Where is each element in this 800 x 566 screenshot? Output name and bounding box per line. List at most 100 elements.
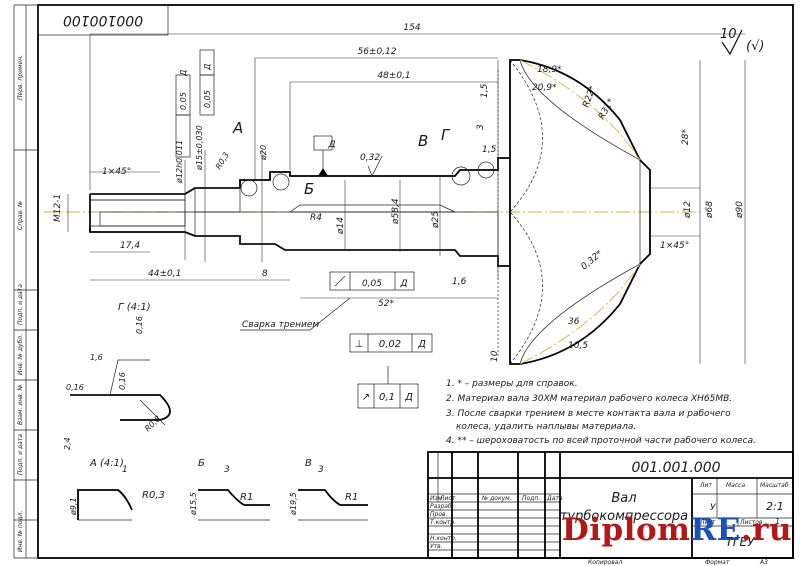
gdt-boxes: ⊥ 0,02 Д ↗ 0,1 Д bbox=[349, 333, 433, 409]
tb-lit-val: У bbox=[710, 503, 716, 513]
top-doc-code: 000100100 bbox=[37, 4, 169, 36]
note-3-cont: колеса, удалить наплывы материала. bbox=[456, 422, 636, 432]
dim-overall-length: 154 bbox=[403, 23, 420, 33]
gdt-1-datum: Д bbox=[417, 339, 426, 350]
tb-row-tkontr: Т.контр. bbox=[430, 519, 456, 526]
tb-col-sign: Подп. bbox=[522, 495, 540, 502]
dim-dia-25: ø25 bbox=[431, 211, 441, 229]
surface-finish-symbol: (√) bbox=[746, 39, 764, 54]
sheet-frame bbox=[13, 4, 794, 559]
tb-lit: Лит bbox=[699, 482, 712, 489]
tb-row-nkontr: Н.контр. bbox=[430, 535, 457, 542]
tb-massa: Масса bbox=[726, 482, 745, 489]
detail-b-radius: R1 bbox=[240, 492, 253, 503]
tb-masshtab-val: 2:1 bbox=[766, 500, 784, 513]
dim-56: 56±0,12 bbox=[357, 47, 396, 57]
dim-r063: R0,3 bbox=[214, 151, 231, 171]
gdt-2-value: 0,1 bbox=[379, 392, 395, 403]
tb-col-date: Дата bbox=[546, 495, 563, 502]
main-view bbox=[44, 33, 746, 365]
side-stamp-2: Справ. № bbox=[17, 201, 24, 230]
detail-g-val-1: 0,16 bbox=[135, 316, 144, 334]
title-doc-number: 001.001.000 bbox=[631, 460, 720, 476]
tb-listov-val: 1 bbox=[775, 517, 780, 526]
tb-format-val: А3 bbox=[759, 559, 768, 566]
dim-17-4: 17,4 bbox=[120, 241, 140, 251]
watermark-part-2: RE bbox=[690, 512, 741, 548]
dim-dia-68: ø68 bbox=[705, 201, 715, 219]
section-label-g: Г bbox=[441, 126, 451, 144]
section-label-a: А bbox=[232, 119, 243, 137]
tol-005b: 0,05 bbox=[203, 90, 212, 108]
gdt-2-datum: Д bbox=[404, 392, 413, 403]
detail-a-dim: 1 bbox=[122, 465, 128, 475]
gdt-1-value: 0,02 bbox=[379, 339, 401, 350]
detail-g-val-6: R0,8 bbox=[143, 414, 162, 433]
dim-r22: R22* bbox=[581, 84, 598, 109]
dim-10: 10 bbox=[490, 350, 500, 362]
detail-g-title: Г (4:1) bbox=[118, 302, 151, 313]
detail-a-dia: ø9,1 bbox=[69, 497, 78, 516]
tol-flat-datum: Д bbox=[399, 279, 407, 289]
dim-8: 8 bbox=[262, 269, 268, 279]
detail-a-title: А (4:1) bbox=[89, 458, 124, 469]
weld-note: Сварка трением bbox=[242, 320, 319, 330]
tb-row-razrab: Разраб. bbox=[430, 503, 454, 510]
roughness-032: 0,32 bbox=[360, 153, 380, 163]
side-stamp-5: Взам. инв. № bbox=[17, 384, 24, 425]
surface-finish: 10 (√) bbox=[720, 27, 764, 56]
dim-36: 36 bbox=[568, 317, 580, 327]
dim-1-6: 1,6 bbox=[452, 277, 467, 287]
detail-a-radius: R0,3 bbox=[142, 490, 165, 501]
dim-m121: M12-1 bbox=[53, 194, 63, 222]
watermark: DiplomRE.ru bbox=[562, 512, 792, 548]
note-1: 1. * – размеры для справок. bbox=[446, 379, 578, 389]
detail-g-val-5: 2,4 bbox=[63, 437, 72, 450]
tb-kopiroval: Копировал bbox=[588, 559, 622, 566]
detail-v-dim: 3 bbox=[318, 465, 324, 475]
tb-row-utv: Утв. bbox=[430, 543, 443, 550]
tb-org: ТГЕУ bbox=[726, 535, 756, 549]
tb-col-doc: № докум. bbox=[481, 495, 512, 502]
dim-dia-14: ø14 bbox=[336, 217, 346, 235]
dim-52: 52* bbox=[378, 299, 394, 309]
detail-g: Г (4:1) 0,16 1,6 0,16 0,16 2,4 R0,8 bbox=[63, 302, 171, 450]
dim-chamfer-left: 1×45° bbox=[102, 167, 131, 177]
detail-g-val-3: 0,16 bbox=[66, 383, 84, 392]
title-block: 001.001.000 Вал турбокомпрессора Изм Лис… bbox=[427, 451, 794, 566]
detail-g-val-2: 1,6 bbox=[90, 353, 103, 362]
detail-b: Б 3 R1 ø15,5 bbox=[189, 458, 270, 521]
surface-finish-value: 10 bbox=[720, 27, 737, 42]
tb-row-prov: Пров. bbox=[430, 511, 448, 518]
section-label-b: Б bbox=[304, 180, 314, 198]
side-stamp-7: Инв. № подл. bbox=[17, 511, 24, 552]
dim-dia-58-4: ø58,4 bbox=[391, 198, 401, 225]
detail-v: В 3 R1 ø19,5 bbox=[289, 458, 368, 521]
side-stamp-4: Инв. № дубл. bbox=[17, 334, 24, 375]
dim-48: 48±0,1 bbox=[377, 71, 410, 81]
main-dims-text: 154 56±0,12 48±0,1 18,9* 20,9* R22* R31*… bbox=[53, 23, 745, 362]
tb-col-list: Лист bbox=[439, 495, 456, 502]
title-name-1: Вал bbox=[611, 491, 636, 506]
dim-28: 28* bbox=[681, 129, 691, 145]
tb-list: Лист bbox=[699, 519, 716, 526]
dim-10-5: 10,5 bbox=[568, 341, 588, 351]
note-3: 3. После сварки трением в месте контакта… bbox=[446, 409, 731, 419]
dim-20-9: 20,9* bbox=[532, 83, 557, 93]
section-labels: А Б В Г bbox=[232, 119, 451, 198]
dim-1-5b: 1,5 bbox=[482, 145, 497, 155]
watermark-part-1: Diplom bbox=[561, 512, 691, 548]
detail-v-radius: R1 bbox=[345, 492, 358, 503]
dim-dia-20: ø20 bbox=[259, 145, 268, 161]
detail-v-title: В bbox=[305, 458, 312, 469]
dim-dia-15: ø15±0,030 bbox=[195, 125, 204, 171]
top-doc-code-text: 000100100 bbox=[63, 12, 143, 28]
side-stamp-6: Подп. и дата bbox=[17, 434, 24, 475]
side-stamps: Перв. примен. Справ. № Подп. и дата Инв.… bbox=[17, 55, 24, 552]
title-name-2: турбокомпрессора bbox=[560, 509, 688, 524]
dim-dia-90: ø90 bbox=[735, 201, 745, 219]
dim-18-9: 18,9* bbox=[537, 65, 562, 75]
tb-format: Формат bbox=[705, 559, 730, 566]
detail-b-title: Б bbox=[198, 458, 205, 469]
dim-dia-12: ø12h0,011 bbox=[175, 140, 184, 184]
